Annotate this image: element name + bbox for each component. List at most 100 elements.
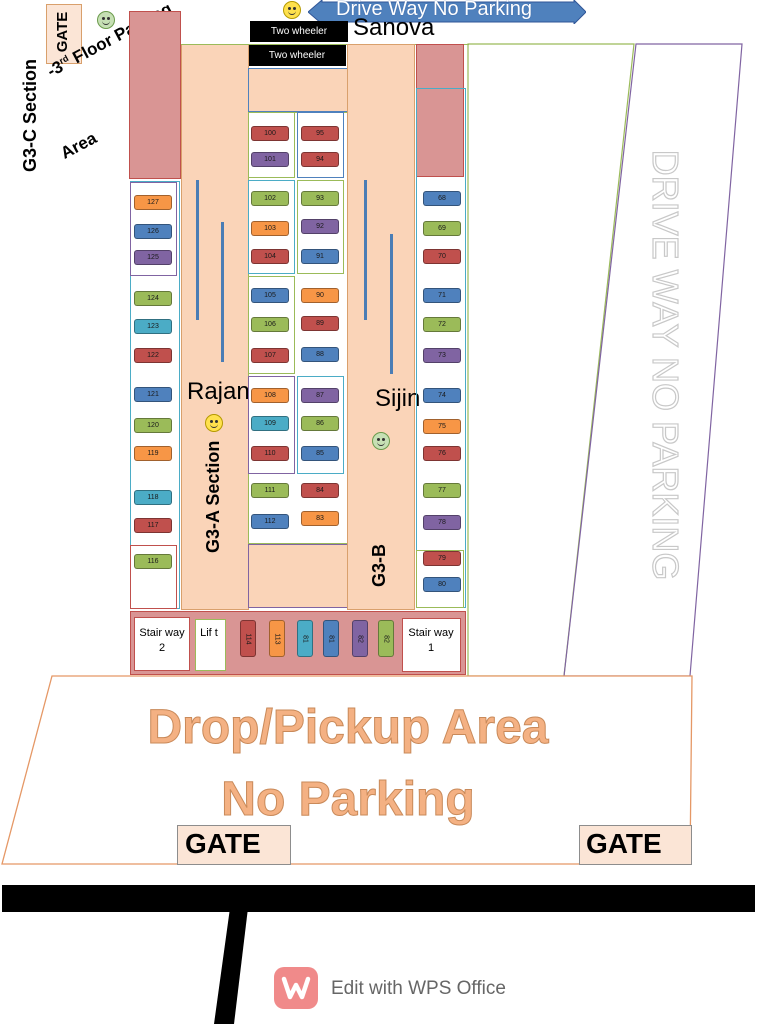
parking-slot-92: 92 [301, 219, 339, 234]
parking-slot-80: 80 [423, 577, 461, 592]
stairway-2-box [134, 617, 190, 671]
no-parking-label: No Parking [221, 773, 475, 827]
rajan-label: Rajan [187, 378, 250, 405]
middle-bottom-area [248, 544, 348, 608]
parking-slot-93: 93 [301, 191, 339, 206]
parking-slot-122: 122 [134, 348, 172, 363]
mid-a-group [248, 376, 295, 474]
parking-slot-81: 81 [323, 620, 339, 657]
lift-label: Lif t [200, 627, 218, 639]
parking-slot-88: 88 [301, 347, 339, 362]
parking-slot-label: 114 [244, 632, 252, 645]
lift-box [195, 619, 226, 671]
two-wheeler-label: Two wheeler [268, 50, 326, 61]
gate-left-label: GATE [185, 828, 261, 859]
main-road [2, 885, 755, 912]
parking-slot-71: 71 [423, 288, 461, 303]
pillar-block-left [129, 11, 181, 179]
gate-left-box [177, 825, 291, 865]
two-wheeler-box-2: Two wheeler [248, 45, 346, 66]
parking-slot-117: 117 [134, 518, 172, 533]
parking-slot-109: 109 [251, 416, 289, 431]
g3b-driveway [347, 44, 415, 610]
gate-right-label: GATE [586, 828, 662, 859]
gate-top-box [46, 4, 82, 64]
parking-slot-68: 68 [423, 191, 461, 206]
smiley-icon [283, 1, 301, 19]
lane-marker [196, 180, 199, 320]
left-slot-group-top [130, 182, 177, 276]
two-wheeler-box-1: Two wheeler [250, 21, 348, 42]
parking-slot-69: 69 [423, 221, 461, 236]
parking-slot-82: 82 [378, 620, 394, 657]
parking-slot-111: 111 [251, 483, 289, 498]
gate-right-box [579, 825, 692, 865]
parking-slot-label: 81 [301, 634, 309, 643]
pillar-block-right [416, 44, 464, 177]
parking-slot-113: 113 [269, 620, 285, 657]
parking-slot-84: 84 [301, 483, 339, 498]
drive-way-top-label: Drive Way No Parking [336, 0, 532, 20]
parking-slot-label: 82 [356, 634, 364, 643]
parking-slot-103: 103 [251, 221, 289, 236]
lane-marker [390, 234, 393, 374]
two-wheeler-label: Two wheeler [270, 26, 328, 37]
g3a-section-label: G3-A Section [203, 440, 223, 553]
parking-slot-87: 87 [301, 388, 339, 403]
g3b-label: G3-B [369, 543, 389, 587]
parking-slot-94: 94 [301, 152, 339, 167]
parking-slot-105: 105 [251, 288, 289, 303]
lane-marker [364, 180, 367, 320]
parking-slot-125: 125 [134, 250, 172, 265]
middle-top-area [248, 68, 348, 112]
parking-slot-79: 79 [423, 551, 461, 566]
right-slot-group-bottom [416, 550, 464, 608]
parking-slot-124: 124 [134, 291, 172, 306]
mid-b-group [297, 376, 344, 474]
parking-slot-110: 110 [251, 446, 289, 461]
parking-slot-label: 81 [327, 634, 335, 643]
parking-slot-89: 89 [301, 316, 339, 331]
mid-b-group [297, 180, 344, 274]
drop-pickup-label: Drop/Pickup Area [147, 701, 549, 755]
mid-a-group [248, 112, 295, 178]
mid-a-group [248, 276, 295, 374]
parking-slot-107: 107 [251, 348, 289, 363]
parking-slot-126: 126 [134, 224, 172, 239]
stairway-1-label: Stair way 1 [408, 627, 454, 654]
stairway-1-box [402, 618, 461, 672]
parking-slot-72: 72 [423, 317, 461, 332]
lane-marker [221, 222, 224, 362]
parking-slot-90: 90 [301, 288, 339, 303]
sijin-label: Sijin [375, 385, 421, 412]
smiley-icon [205, 414, 223, 432]
smiley-icon [97, 11, 115, 29]
parking-slot-119: 119 [134, 446, 172, 461]
parking-slot-81: 81 [297, 620, 313, 657]
g3c-section-label: G3-C Section [20, 58, 40, 172]
stairway-2-label: Stair way 2 [139, 627, 185, 654]
parking-slot-95: 95 [301, 126, 339, 141]
parking-slot-73: 73 [423, 348, 461, 363]
parking-slot-77: 77 [423, 483, 461, 498]
parking-slot-85: 85 [301, 446, 339, 461]
parking-slot-116: 116 [134, 554, 172, 569]
left-slot-group-bottom [130, 545, 177, 609]
parking-slot-76: 76 [423, 446, 461, 461]
parking-slot-118: 118 [134, 490, 172, 505]
mid-b-group [297, 112, 344, 178]
wps-logo-icon [274, 967, 318, 1009]
sanova-label: Sanova [353, 14, 435, 41]
side-driveway [467, 43, 743, 677]
parking-slot-114: 114 [240, 620, 256, 657]
side-road [214, 908, 248, 1024]
parking-slot-112: 112 [251, 514, 289, 529]
parking-slot-102: 102 [251, 191, 289, 206]
parking-slot-75: 75 [423, 419, 461, 434]
parking-slot-104: 104 [251, 249, 289, 264]
parking-slot-label: 82 [382, 634, 390, 643]
parking-slot-123: 123 [134, 319, 172, 334]
parking-slot-74: 74 [423, 388, 461, 403]
parking-slot-120: 120 [134, 418, 172, 433]
area-label: Area [57, 128, 100, 163]
